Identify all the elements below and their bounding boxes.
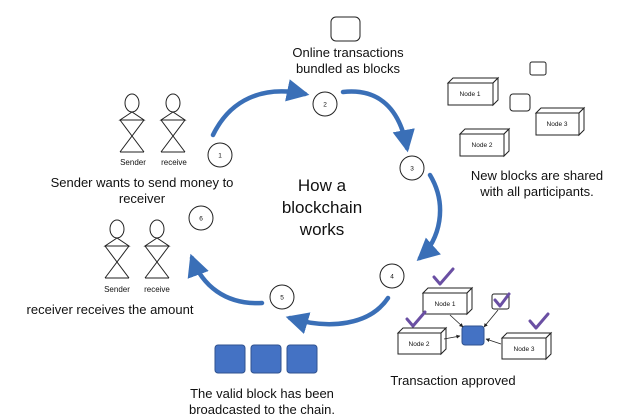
- chain-block-3: [286, 344, 318, 374]
- svg-text:works: works: [299, 220, 344, 239]
- network-node-2: [458, 127, 511, 158]
- approval-node-2-label: Node 2: [409, 341, 430, 348]
- receiver-figure-bottom: [143, 219, 171, 279]
- receiver-figure: [159, 93, 187, 153]
- step-4: 4: [379, 263, 405, 289]
- figures-bottom: [103, 219, 171, 279]
- step-5: 5: [269, 284, 295, 310]
- svg-text:1: 1: [218, 153, 222, 160]
- arrow-1-to-2: [210, 79, 310, 138]
- approval-node-3-label: Node 3: [514, 346, 535, 353]
- arrow-4-to-5: [285, 295, 391, 334]
- svg-text:4: 4: [390, 274, 394, 281]
- svg-text:2: 2: [323, 102, 327, 109]
- step-6: 6: [188, 205, 214, 231]
- caption-left-top: Sender wants to send money to receiver: [51, 175, 234, 206]
- svg-text:blockchain: blockchain: [282, 198, 362, 217]
- arrow-3-to-4: [416, 172, 443, 262]
- network-node-1-label: Node 1: [460, 91, 481, 98]
- sender-figure-bottom: [103, 219, 131, 279]
- caption-right: New blocks are shared with all participa…: [471, 168, 603, 199]
- svg-text:3: 3: [410, 166, 414, 173]
- center-title: How a blockchain works: [282, 176, 362, 239]
- check-icon: [432, 267, 455, 286]
- arrow-5-to-6: [187, 253, 265, 306]
- figures-top: [118, 93, 187, 153]
- step-3: 3: [399, 155, 425, 181]
- approval-node-1-label: Node 1: [435, 301, 456, 308]
- central-block-icon: [461, 325, 485, 346]
- svg-text:The valid block has been: The valid block has been: [190, 386, 334, 401]
- sender-label-bottom: Sender: [104, 285, 130, 294]
- network-node-2-label: Node 2: [472, 142, 493, 149]
- svg-text:Online transactions: Online transactions: [292, 45, 404, 60]
- small-block-icon: [529, 61, 547, 76]
- network-node-3-label: Node 3: [547, 121, 568, 128]
- chain-block-1: [214, 344, 246, 374]
- network-node-1: [446, 76, 500, 107]
- caption-top: Online transactions bundled as blocks: [292, 45, 404, 76]
- shared-block-icon: [509, 93, 531, 112]
- step-2: 2: [312, 91, 338, 117]
- svg-text:broadcasted to the chain.: broadcasted to the chain.: [189, 402, 335, 417]
- approval-arrows: [443, 309, 502, 345]
- svg-text:Sender wants to send money to: Sender wants to send money to: [51, 175, 234, 190]
- network-nodes: [446, 61, 586, 158]
- chain-block-2: [250, 344, 282, 374]
- cycle-arrows: [187, 79, 443, 334]
- caption-bottom-center: The valid block has been broadcasted to …: [189, 386, 335, 417]
- svg-text:receiver: receiver: [119, 191, 166, 206]
- receiver-label: receive: [161, 158, 187, 167]
- check-icon: [528, 312, 550, 330]
- check-icons: [405, 267, 550, 330]
- svg-text:How a: How a: [298, 176, 347, 195]
- svg-text:6: 6: [199, 216, 203, 223]
- check-icon: [405, 310, 427, 328]
- svg-text:5: 5: [280, 295, 284, 302]
- sender-figure: [118, 93, 146, 153]
- caption-left-bottom: receiver receives the amount: [27, 302, 194, 317]
- step-circles: 1 2 3 4 5 6: [188, 91, 425, 310]
- block-outline-icon: [330, 16, 361, 42]
- receiver-label-bottom: receive: [144, 285, 170, 294]
- check-icon: [493, 292, 511, 308]
- sender-label: Sender: [120, 158, 146, 167]
- approval-node-1: [421, 286, 474, 316]
- step-1: 1: [207, 142, 233, 168]
- svg-text:New blocks are shared: New blocks are shared: [471, 168, 603, 183]
- approval-nodes: [396, 286, 553, 361]
- approval-node-3: [500, 331, 553, 361]
- arrow-2-to-3: [340, 89, 415, 153]
- chain-blocks: [214, 344, 318, 374]
- caption-bottom-right: Transaction approved: [390, 373, 515, 388]
- network-node-3: [534, 106, 586, 137]
- approval-node-2: [396, 326, 448, 356]
- svg-text:bundled as blocks: bundled as blocks: [296, 61, 401, 76]
- svg-text:with all participants.: with all participants.: [479, 184, 593, 199]
